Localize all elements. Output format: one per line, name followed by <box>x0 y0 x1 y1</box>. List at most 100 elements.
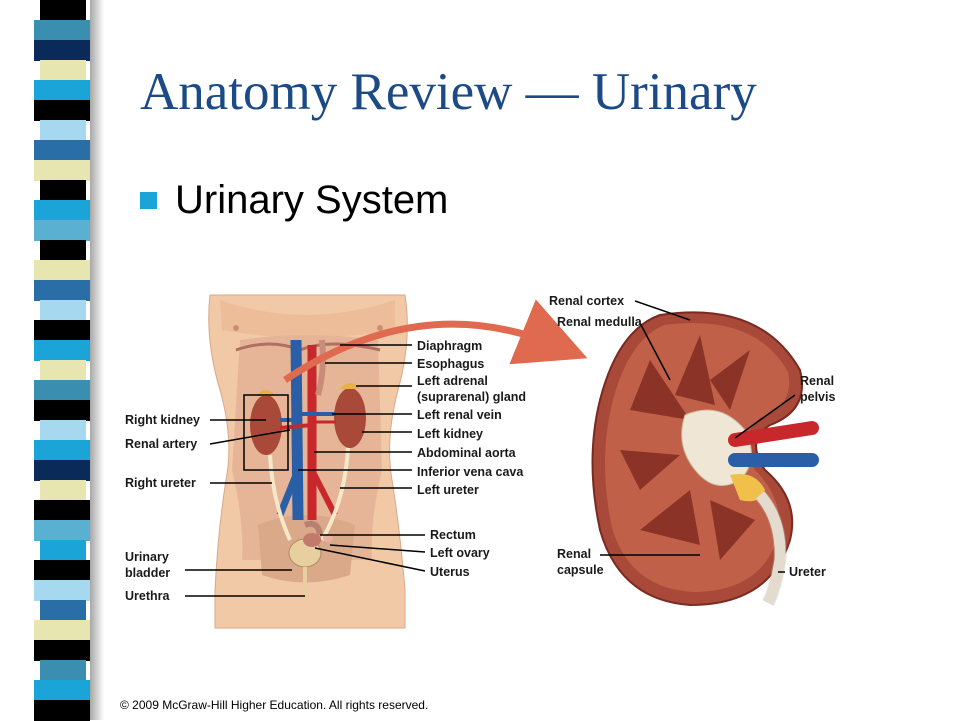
bullet-square-icon <box>140 192 157 209</box>
stripe-segment <box>40 0 86 21</box>
renal-fat <box>730 474 765 502</box>
stripe-segment <box>40 600 86 621</box>
body-kidneys <box>243 383 366 600</box>
label-left-adrenal-1: Left adrenal <box>417 374 488 388</box>
label-renal-capsule-2: capsule <box>557 563 604 577</box>
renal-pyramid <box>710 350 750 410</box>
label-renal-medulla: Renal medulla <box>557 315 643 329</box>
slide-title: Anatomy Review — Urinary <box>140 63 757 121</box>
stripe-segment <box>40 60 86 81</box>
stripe-segment <box>34 320 90 341</box>
stripe-segment <box>34 140 90 161</box>
label-renal-pelvis-2: pelvis <box>800 390 835 404</box>
stripe-segment <box>34 700 90 721</box>
stripe-segment <box>40 540 86 561</box>
body-labels-left: Right kidney Renal artery Right ureter U… <box>125 413 200 603</box>
stripe-segment <box>34 100 90 121</box>
inferior-vena-cava <box>290 339 304 521</box>
kidney-labels: Renal cortex Renal medulla Renal pelvis … <box>549 294 835 579</box>
right-nipple <box>377 325 383 331</box>
stripe-segment <box>40 420 86 441</box>
leader-left-ovary <box>329 544 426 553</box>
label-renal-artery: Renal artery <box>125 437 197 451</box>
stripe-segment <box>34 560 90 581</box>
ureter-tube <box>755 491 786 606</box>
stripe-segment <box>34 380 90 401</box>
leader-lines <box>185 300 796 597</box>
stripe-segment <box>34 280 90 301</box>
stripe-segment <box>34 400 90 421</box>
left-ureter-tube <box>320 447 350 541</box>
stripe-segment <box>40 240 86 261</box>
renal-pyramid <box>640 490 700 545</box>
label-uterus: Uterus <box>430 565 470 579</box>
renal-pyramid <box>620 450 680 490</box>
label-abdominal-aorta: Abdominal aorta <box>417 446 517 460</box>
label-urinary-bladder-2: bladder <box>125 566 170 580</box>
stripe-segment <box>40 360 86 381</box>
stripe-segment <box>34 680 90 701</box>
label-left-kidney: Left kidney <box>417 427 483 441</box>
rectum-shape <box>303 520 323 536</box>
stripe-segment <box>40 120 86 141</box>
stripe-segment <box>34 460 90 481</box>
right-iliac-vein <box>276 468 302 517</box>
label-renal-capsule-1: Renal <box>557 547 591 561</box>
leader-renal-cortex <box>634 300 691 321</box>
stripe-segment <box>34 160 90 181</box>
stripe-segment <box>34 200 90 221</box>
decorative-stripe <box>0 0 120 721</box>
uterus-shape <box>303 533 321 547</box>
left-nipple <box>233 325 239 331</box>
stripe-segment <box>34 580 90 601</box>
leader-renal-pelvis <box>734 394 796 439</box>
label-ureter: Ureter <box>789 565 826 579</box>
chest-shadow <box>220 300 395 338</box>
stripe-segment <box>34 340 90 361</box>
label-left-ovary: Left ovary <box>430 546 490 560</box>
renal-artery-hilum <box>728 421 819 447</box>
stripe-segment <box>40 300 86 321</box>
leader-uterus <box>314 547 426 572</box>
stripe-segment <box>34 620 90 641</box>
stripe-segment <box>40 180 86 201</box>
renal-pyramid <box>710 500 755 560</box>
right-renal-artery <box>279 423 313 430</box>
stripe-segment <box>34 80 90 101</box>
bullet-text: Urinary System <box>175 178 449 222</box>
stripe-segment <box>34 40 90 61</box>
leader-renal-medulla <box>639 322 671 381</box>
label-urinary-bladder-1: Urinary <box>125 550 169 564</box>
stripe-segment <box>40 480 86 501</box>
stripe-segment <box>34 520 90 541</box>
stripe-shadow <box>90 0 104 720</box>
renal-pyramid <box>675 335 715 405</box>
label-urethra: Urethra <box>125 589 171 603</box>
label-left-adrenal-2: (suprarenal) gland <box>417 390 526 404</box>
renal-pyramid <box>630 360 690 420</box>
label-rectum: Rectum <box>430 528 476 542</box>
right-kidney-shape <box>250 395 282 455</box>
label-renal-pelvis-1: Renal <box>800 374 834 388</box>
left-iliac-artery <box>309 468 338 517</box>
body-labels-right: Diaphragm Esophagus Left adrenal (suprar… <box>417 339 526 579</box>
label-left-ureter: Left ureter <box>417 483 479 497</box>
copyright-notice: © 2009 McGraw-Hill Higher Education. All… <box>120 698 429 712</box>
right-ureter-tube <box>268 454 292 541</box>
label-right-ureter: Right ureter <box>125 476 196 490</box>
left-kidney-shape <box>334 388 366 448</box>
kidney-cross-section <box>591 311 819 607</box>
stripe-segment <box>34 20 90 41</box>
label-esophagus: Esophagus <box>417 357 484 371</box>
left-adrenal <box>340 383 360 389</box>
stripe-segment <box>34 440 90 461</box>
stripe-segment <box>40 660 86 681</box>
leader-renal-artery <box>209 429 291 445</box>
label-renal-cortex: Renal cortex <box>549 294 624 308</box>
ureter-outline <box>754 490 787 607</box>
label-left-renal-vein: Left renal vein <box>417 408 502 422</box>
label-inferior-vena-cava: Inferior vena cava <box>417 465 524 479</box>
stripe-segment <box>34 220 90 241</box>
esophagus-tube <box>315 339 326 396</box>
